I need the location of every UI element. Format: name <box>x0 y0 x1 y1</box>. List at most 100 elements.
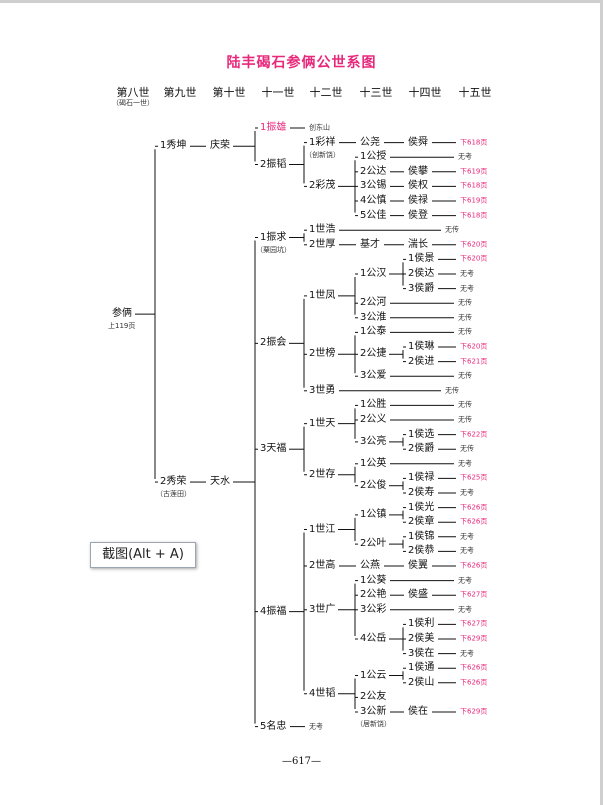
generation-label: 第八世 <box>116 86 150 99</box>
person-name: 2侯进 <box>408 355 435 367</box>
person-name: 2侯山 <box>408 676 435 688</box>
person-name: 1公泰 <box>360 326 387 338</box>
person-name: 天水 <box>210 476 230 488</box>
person-name: 1公胜 <box>360 399 387 411</box>
person-name: 1公英 <box>360 457 387 469</box>
status-note: 无传 <box>458 298 472 307</box>
person-name: 2侯美 <box>408 633 435 644</box>
person-name: 4振福 <box>260 605 287 617</box>
window-border-right <box>600 0 603 805</box>
page-reference-link[interactable]: 下620页 <box>460 240 488 249</box>
person-name: 3公彩 <box>360 603 387 615</box>
branch-note: （粟园坑） <box>256 245 291 254</box>
status-note: 创东山 <box>309 123 330 132</box>
person-name: 2公俊 <box>360 479 387 491</box>
page-title: 陆丰碣石参俩公世系图 <box>226 55 377 71</box>
status-note: 无传 <box>445 225 459 234</box>
page-reference-link[interactable]: 下620页 <box>460 254 488 263</box>
person-name: 1公汉 <box>360 268 387 279</box>
person-name: 1世浩 <box>309 224 336 236</box>
page-reference-link[interactable]: 下626页 <box>460 678 488 687</box>
person-name: 侯盛 <box>408 589 428 601</box>
page-reference-link[interactable]: 下618页 <box>460 211 488 220</box>
person-name: 侯权 <box>408 180 428 192</box>
person-name: 侯翼 <box>408 560 428 571</box>
status-note: 无考 <box>309 722 323 731</box>
generation-label: 十二世 <box>309 86 343 99</box>
page-reference-link[interactable]: 下627页 <box>460 590 488 599</box>
person-name: 2侯寿 <box>408 487 435 498</box>
person-name: 1侯光 <box>408 501 435 513</box>
person-name: 2公叶 <box>360 538 387 550</box>
page-reference-link[interactable]: 下627页 <box>460 619 488 628</box>
status-note: 无考 <box>460 532 474 541</box>
status-note: 无传 <box>458 371 472 380</box>
person-name: 3公爱 <box>360 370 387 382</box>
page-reference-link[interactable]: 下622页 <box>460 430 488 439</box>
person-name: 1彩祥 <box>309 136 336 148</box>
person-name: 3侯在 <box>408 647 435 659</box>
person-name: 侯禄 <box>408 195 428 206</box>
status-note: 无传 <box>458 400 472 409</box>
person-name: 2秀荣 <box>160 476 187 488</box>
page-reference-link[interactable]: 下620页 <box>460 342 488 351</box>
branch-note: （古莲田） <box>156 490 191 499</box>
page-number: —617— <box>281 756 322 767</box>
page-reference-link[interactable]: 下621页 <box>460 357 488 366</box>
status-note: 无传 <box>460 444 474 453</box>
person-name: 3公新 <box>360 706 387 717</box>
status-note: 无传 <box>458 313 472 322</box>
page-reference-link[interactable]: 下626页 <box>460 517 488 526</box>
branch-note: （居新饶） <box>356 720 391 728</box>
generation-label: 第十世 <box>212 86 246 99</box>
person-name: 2世高 <box>309 560 336 571</box>
person-name: 1公镇 <box>360 508 387 520</box>
person-name: 湍长 <box>408 238 428 250</box>
person-name: 2振韬 <box>260 158 287 170</box>
branch-note: （创新饶） <box>305 150 340 159</box>
person-name: 4世韬 <box>309 687 336 699</box>
window-border-top <box>0 0 603 3</box>
status-note: 无考 <box>460 546 474 555</box>
person-name: 侯登 <box>408 209 428 221</box>
person-name: 1侯利 <box>408 618 435 630</box>
person-name: 2侯恭 <box>408 545 435 557</box>
generation-label: 十四世 <box>408 86 442 99</box>
person-name: 2侯达 <box>408 268 435 279</box>
person-name: 1世凤 <box>309 289 336 301</box>
status-note: 无考 <box>458 152 472 161</box>
person-name: 2侯章 <box>408 516 435 528</box>
status-note: 无传 <box>458 327 472 336</box>
page-reference-link[interactable]: 下619页 <box>460 196 488 205</box>
page-reference-link[interactable]: 下629页 <box>460 707 488 716</box>
person-name: 2公达 <box>360 165 387 177</box>
person-name: 2公友 <box>360 691 387 703</box>
person-name: 2世榜 <box>309 348 336 360</box>
person-name: 3世广 <box>309 603 336 615</box>
person-name: 2公捷 <box>360 348 387 360</box>
person-name: 1侯琳 <box>408 341 435 352</box>
page-reference-link[interactable]: 下625页 <box>460 473 488 482</box>
person-name: 1侯通 <box>408 662 435 674</box>
person-name: 1公授 <box>360 151 387 163</box>
generation-note: （碣石一世） <box>112 99 154 107</box>
status-note: 无考 <box>458 605 472 614</box>
page-reference-link[interactable]: 下626页 <box>460 663 488 672</box>
page-reference-link[interactable]: 下626页 <box>460 561 488 570</box>
person-name: 1振雄 <box>260 122 287 133</box>
status-note: 无考 <box>460 649 474 658</box>
page-reference-link[interactable]: 下619页 <box>460 167 488 176</box>
page-reference-link[interactable]: 下618页 <box>460 138 488 147</box>
page-reference-link[interactable]: 下629页 <box>460 634 488 643</box>
screenshot-tooltip[interactable]: 截图(Alt + A) <box>90 542 196 568</box>
page-reference-link[interactable]: 下626页 <box>460 503 488 512</box>
generation-label: 第九世 <box>163 86 197 99</box>
page-reference-link[interactable]: 下618页 <box>460 181 488 190</box>
branch-note: 上119页 <box>108 322 136 331</box>
status-note: 无考 <box>460 284 474 293</box>
person-name: 1公云 <box>360 669 387 681</box>
person-name: 参俩 <box>112 308 132 320</box>
person-name: 公尧 <box>360 136 380 148</box>
